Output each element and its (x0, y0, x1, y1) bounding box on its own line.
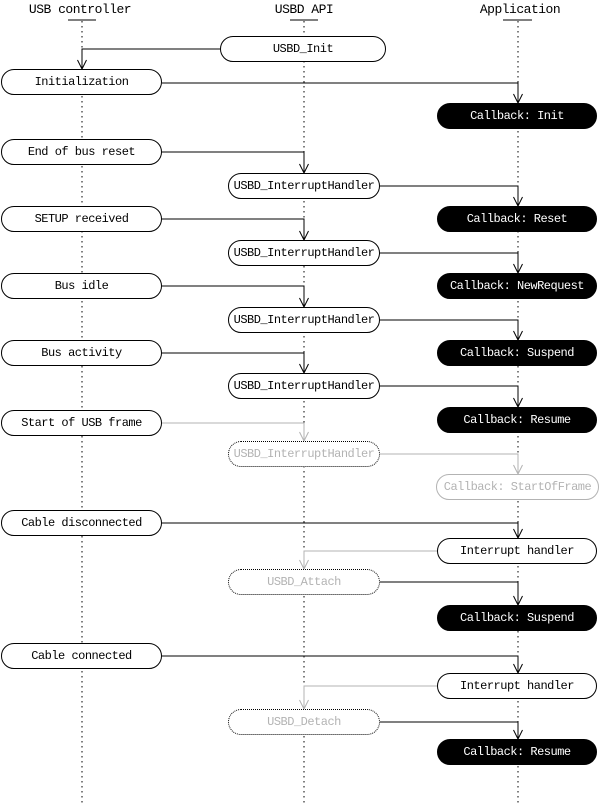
node-callback-resume-1: Callback: Resume (437, 407, 597, 433)
node-end-of-bus-reset: End of bus reset (1, 139, 162, 165)
connector (162, 285, 305, 307)
node-interrupt-handler-5: USBD_InterruptHandler (228, 441, 380, 467)
node-setup-received: SETUP received (1, 206, 162, 232)
connector (380, 581, 519, 605)
connector (380, 721, 519, 739)
node-start-of-usb-frame: Start of USB frame (1, 410, 162, 436)
node-app-interrupt-handler-1: Interrupt handler (437, 538, 597, 564)
node-cable-disconnected: Cable disconnected (1, 510, 162, 536)
node-interrupt-handler-3: USBD_InterruptHandler (228, 307, 380, 333)
connector-muted (162, 422, 305, 441)
lane-header-application: Application (479, 2, 561, 17)
node-callback-newrequest: Callback: NewRequest (437, 273, 597, 299)
node-callback-init: Callback: Init (437, 103, 597, 129)
connector (81, 48, 220, 69)
node-interrupt-handler-2: USBD_InterruptHandler (228, 240, 380, 266)
lane-header-usbd-api: USBD API (274, 2, 334, 17)
connector (162, 218, 305, 240)
connector (162, 151, 305, 173)
connector (162, 352, 305, 373)
node-cable-connected: Cable connected (1, 643, 162, 669)
node-usbd-detach: USBD_Detach (228, 709, 380, 735)
connector (380, 319, 519, 340)
connector (162, 655, 519, 673)
node-callback-reset: Callback: Reset (437, 206, 597, 232)
connector-muted (380, 453, 519, 474)
lane-header-usb-controller: USB controller (28, 2, 132, 17)
node-bus-idle: Bus idle (1, 273, 162, 299)
node-callback-startofframe: Callback: StartOfFrame (436, 474, 599, 500)
node-callback-suspend-2: Callback: Suspend (437, 605, 597, 631)
node-interrupt-handler-4: USBD_InterruptHandler (228, 373, 380, 399)
node-usbd-init: USBD_Init (220, 36, 386, 62)
node-interrupt-handler-1: USBD_InterruptHandler (228, 173, 380, 199)
connector (380, 385, 519, 407)
node-app-interrupt-handler-2: Interrupt handler (437, 673, 597, 699)
node-initialization: Initialization (1, 69, 162, 95)
node-usbd-attach: USBD_Attach (228, 569, 380, 595)
connector-muted (303, 550, 437, 569)
connector (162, 522, 519, 538)
connector (380, 185, 519, 206)
connector (380, 252, 519, 273)
connector-muted (303, 685, 437, 709)
node-callback-suspend-1: Callback: Suspend (437, 340, 597, 366)
connector (162, 82, 519, 103)
node-callback-resume-2: Callback: Resume (437, 739, 597, 765)
node-bus-activity: Bus activity (1, 340, 162, 366)
